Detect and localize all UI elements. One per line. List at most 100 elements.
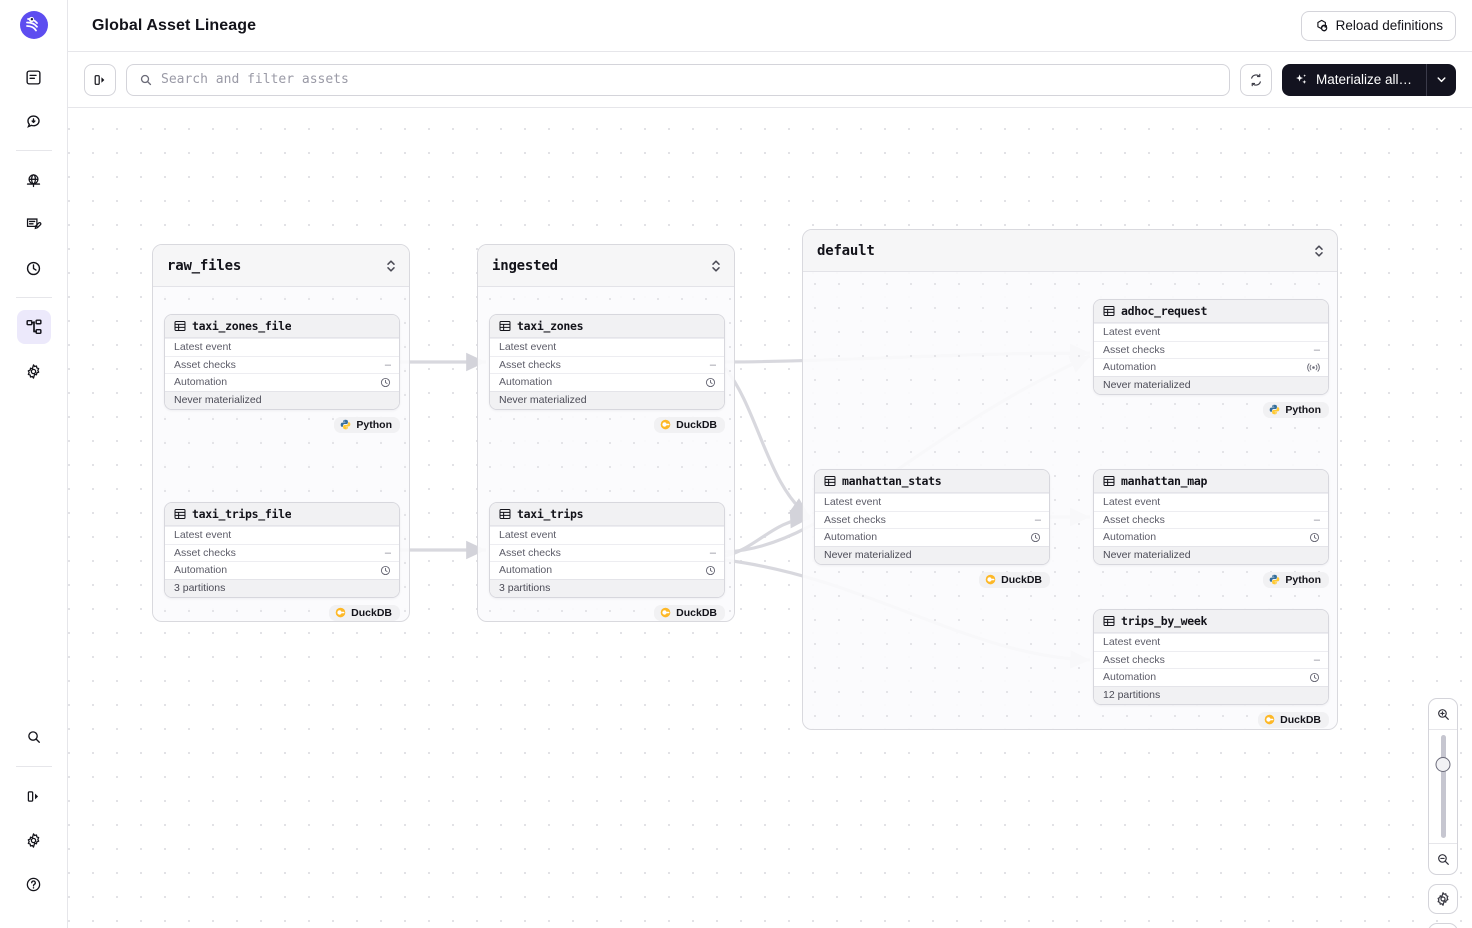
collapse-expand-icon[interactable] bbox=[385, 259, 397, 273]
asset-tag-kind[interactable]: DuckDB bbox=[1258, 711, 1329, 728]
group-header-default[interactable]: default bbox=[803, 230, 1337, 272]
panel-toggle-icon[interactable] bbox=[84, 63, 116, 96]
asset-node-header[interactable]: taxi_zones_file bbox=[165, 315, 399, 338]
search-icon bbox=[139, 73, 153, 87]
schedule-clock-icon bbox=[705, 377, 716, 388]
asset-row-automation[interactable]: Automation bbox=[165, 561, 399, 579]
asset-checks-label: Asset checks bbox=[824, 513, 886, 526]
asset-node-header[interactable]: adhoc_request bbox=[1094, 300, 1328, 323]
graph-filters-sliders-icon[interactable] bbox=[1428, 923, 1458, 928]
asset-node-manhattan_stats[interactable]: manhattan_stats Latest event Asset check… bbox=[814, 469, 1050, 588]
asset-row-asset-checks[interactable]: Asset checks – bbox=[490, 355, 724, 374]
duckdb-icon bbox=[660, 419, 671, 430]
automation-label: Automation bbox=[1103, 361, 1157, 374]
asset-row-asset-checks[interactable]: Asset checks – bbox=[815, 510, 1049, 529]
asset-tag-kind[interactable]: DuckDB bbox=[979, 571, 1050, 588]
asset-node-title: trips_by_week bbox=[1121, 614, 1208, 628]
asset-node-manhattan_map[interactable]: manhattan_map Latest event Asset checks … bbox=[1093, 469, 1329, 588]
materialize-all-button[interactable]: Materialize all… bbox=[1281, 63, 1426, 96]
panel-collapse-icon[interactable] bbox=[17, 779, 51, 813]
asset-tag-kind[interactable]: DuckDB bbox=[654, 604, 725, 621]
zoom-slider-thumb[interactable] bbox=[1435, 757, 1451, 772]
table-asset-icon bbox=[499, 320, 511, 332]
asset-row-automation[interactable]: Automation bbox=[1094, 528, 1328, 546]
sidebar-item-runs[interactable] bbox=[17, 104, 51, 138]
asset-node-header[interactable]: manhattan_stats bbox=[815, 470, 1049, 493]
asset-node-taxi_zones_file[interactable]: taxi_zones_file Latest event Asset check… bbox=[164, 314, 400, 433]
asset-node-adhoc_request[interactable]: adhoc_request Latest event Asset checks … bbox=[1093, 299, 1329, 418]
asset-node-taxi_zones[interactable]: taxi_zones Latest event Asset checks – A… bbox=[489, 314, 725, 433]
latest-event-label: Latest event bbox=[1103, 326, 1161, 339]
asset-tag-label: DuckDB bbox=[1280, 713, 1321, 726]
asset-tag-kind[interactable]: Python bbox=[1263, 571, 1329, 588]
asset-node-header[interactable]: trips_by_week bbox=[1094, 610, 1328, 633]
sidebar-item-asset-lineage[interactable] bbox=[16, 310, 51, 344]
help-question-circle-icon[interactable] bbox=[17, 867, 51, 901]
asset-tag-kind[interactable]: Python bbox=[1263, 401, 1329, 418]
asset-checks-value: – bbox=[1313, 653, 1320, 666]
group-header-ingested[interactable]: ingested bbox=[478, 245, 734, 287]
refresh-icon[interactable] bbox=[1239, 63, 1272, 96]
sidebar-item-schedules[interactable] bbox=[17, 251, 51, 285]
asset-row-latest-event: Latest event bbox=[815, 493, 1049, 511]
group-name-ingested: ingested bbox=[492, 257, 558, 274]
asset-row-asset-checks[interactable]: Asset checks – bbox=[490, 543, 724, 562]
asset-checks-label: Asset checks bbox=[174, 546, 236, 559]
asset-tag-label: DuckDB bbox=[676, 606, 717, 619]
asset-node-header[interactable]: taxi_trips bbox=[490, 503, 724, 526]
asset-node-header[interactable]: manhattan_map bbox=[1094, 470, 1328, 493]
materialize-options-button[interactable] bbox=[1426, 63, 1456, 96]
asset-row-automation[interactable]: Automation bbox=[1094, 358, 1328, 376]
duckdb-icon bbox=[660, 607, 671, 618]
schedule-clock-icon bbox=[1309, 532, 1320, 543]
asset-row-automation[interactable]: Automation bbox=[490, 373, 724, 391]
table-asset-icon bbox=[174, 508, 186, 520]
asset-row-automation[interactable]: Automation bbox=[490, 561, 724, 579]
asset-tag-kind[interactable]: Python bbox=[334, 416, 400, 433]
asset-row-asset-checks[interactable]: Asset checks – bbox=[1094, 650, 1328, 669]
zoom-in-icon[interactable] bbox=[1429, 699, 1457, 729]
group-header-raw_files[interactable]: raw_files bbox=[153, 245, 409, 287]
asset-row-automation[interactable]: Automation bbox=[815, 528, 1049, 546]
lineage-canvas[interactable]: raw_files ingested bbox=[68, 108, 1472, 928]
asset-row-asset-checks[interactable]: Asset checks – bbox=[1094, 340, 1328, 359]
asset-row-asset-checks[interactable]: Asset checks – bbox=[1094, 510, 1328, 529]
automation-label: Automation bbox=[824, 531, 878, 544]
asset-tag-label: DuckDB bbox=[1001, 573, 1042, 586]
collapse-expand-icon[interactable] bbox=[1313, 244, 1325, 258]
asset-row-asset-checks[interactable]: Asset checks – bbox=[165, 543, 399, 562]
asset-node-header[interactable]: taxi_trips_file bbox=[165, 503, 399, 526]
asset-row-automation[interactable]: Automation bbox=[1094, 668, 1328, 686]
asset-node-header[interactable]: taxi_zones bbox=[490, 315, 724, 338]
asset-node-trips_by_week[interactable]: trips_by_week Latest event Asset checks … bbox=[1093, 609, 1329, 728]
asset-node-taxi_trips[interactable]: taxi_trips Latest event Asset checks – A… bbox=[489, 502, 725, 621]
asset-tag-kind[interactable]: DuckDB bbox=[654, 416, 725, 433]
asset-tag-kind[interactable]: DuckDB bbox=[329, 604, 400, 621]
search-bar[interactable] bbox=[126, 63, 1230, 96]
sidebar-item-overview[interactable] bbox=[17, 60, 51, 94]
asset-row-asset-checks[interactable]: Asset checks – bbox=[165, 355, 399, 374]
asset-node-title: taxi_zones_file bbox=[192, 319, 292, 333]
reload-definitions-button[interactable]: Reload definitions bbox=[1300, 10, 1456, 41]
table-asset-icon bbox=[174, 320, 186, 332]
sidebar-item-jobs[interactable] bbox=[17, 207, 51, 241]
automation-label: Automation bbox=[1103, 531, 1157, 544]
dagster-logo-icon[interactable] bbox=[17, 9, 50, 41]
search-icon[interactable] bbox=[17, 720, 51, 754]
zoom-out-icon[interactable] bbox=[1429, 844, 1457, 874]
collapse-expand-icon[interactable] bbox=[710, 259, 722, 273]
user-settings-gear-icon[interactable] bbox=[17, 823, 51, 857]
asset-checks-label: Asset checks bbox=[1103, 513, 1165, 526]
asset-node-taxi_trips_file[interactable]: taxi_trips_file Latest event Asset check… bbox=[164, 502, 400, 621]
asset-checks-label: Asset checks bbox=[174, 358, 236, 371]
asset-status: Never materialized bbox=[165, 390, 399, 409]
graph-settings-gear-icon[interactable] bbox=[1428, 884, 1458, 914]
duckdb-icon bbox=[335, 607, 346, 618]
search-input[interactable] bbox=[161, 72, 1217, 87]
zoom-slider[interactable] bbox=[1429, 729, 1457, 844]
asset-row-automation[interactable]: Automation bbox=[165, 373, 399, 391]
sidebar-item-settings[interactable] bbox=[17, 354, 51, 388]
sidebar-item-deployment[interactable] bbox=[17, 163, 51, 197]
asset-checks-label: Asset checks bbox=[499, 358, 561, 371]
